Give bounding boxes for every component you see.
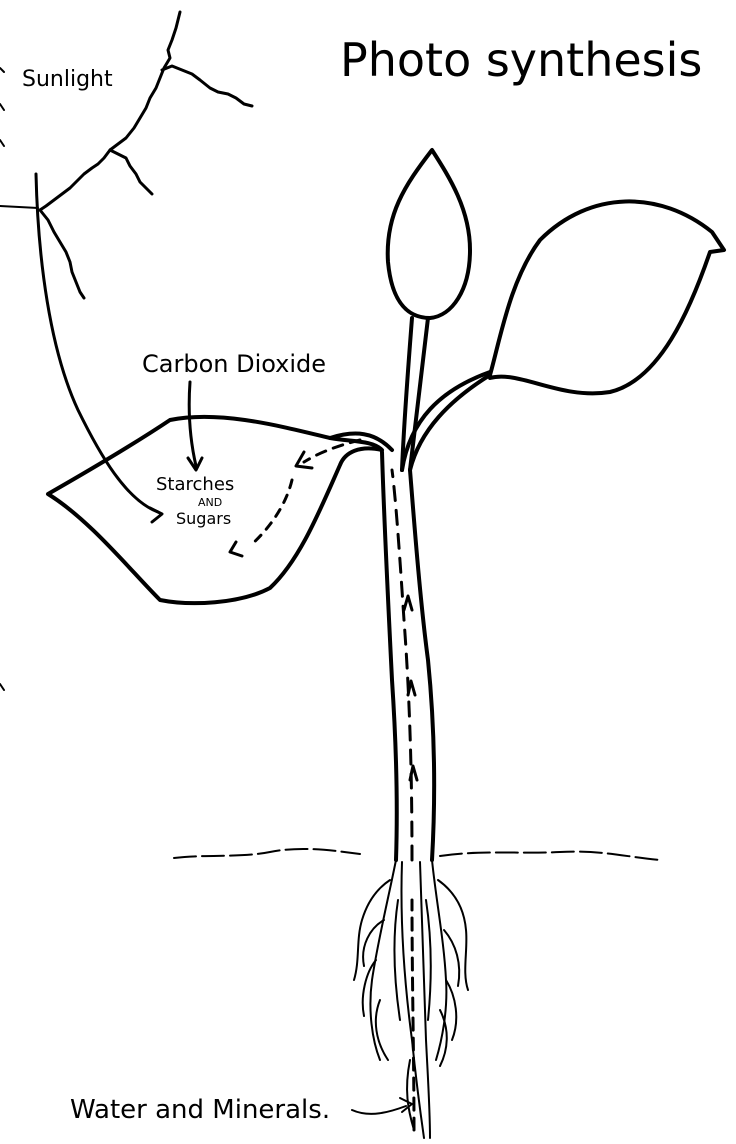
stem-arrow-1	[404, 596, 412, 610]
sunlight-arrow	[36, 174, 158, 512]
stem-right-edge	[410, 470, 434, 860]
label-and-small: AND	[198, 496, 222, 509]
edge-ticks	[0, 68, 38, 690]
right-leaf	[410, 201, 724, 470]
water-pointer-tip	[400, 1098, 412, 1112]
stem-left-edge	[382, 452, 397, 860]
sunlight-rays	[40, 12, 252, 298]
leaf-flow-dashes-2	[250, 480, 292, 546]
label-sunlight: Sunlight	[22, 67, 113, 92]
label-starches: Starches	[156, 474, 234, 495]
label-water-minerals: Water and Minerals.	[70, 1095, 330, 1125]
label-carbon-dioxide: Carbon Dioxide	[142, 350, 326, 378]
water-pointer	[352, 1106, 406, 1114]
top-leaf	[388, 150, 470, 318]
sunlight-arrowhead	[150, 508, 162, 522]
label-sugars: Sugars	[176, 509, 231, 528]
stem-arrow-2	[408, 681, 415, 695]
leaf-flow-arrowhead-2	[230, 542, 242, 556]
diagram-title: Photo synthesis	[340, 33, 702, 87]
ground-line	[174, 849, 660, 860]
stem-arrow-3	[410, 766, 417, 780]
roots-flow-dashes	[412, 900, 414, 1130]
carbon-dioxide-arrow	[189, 382, 196, 466]
